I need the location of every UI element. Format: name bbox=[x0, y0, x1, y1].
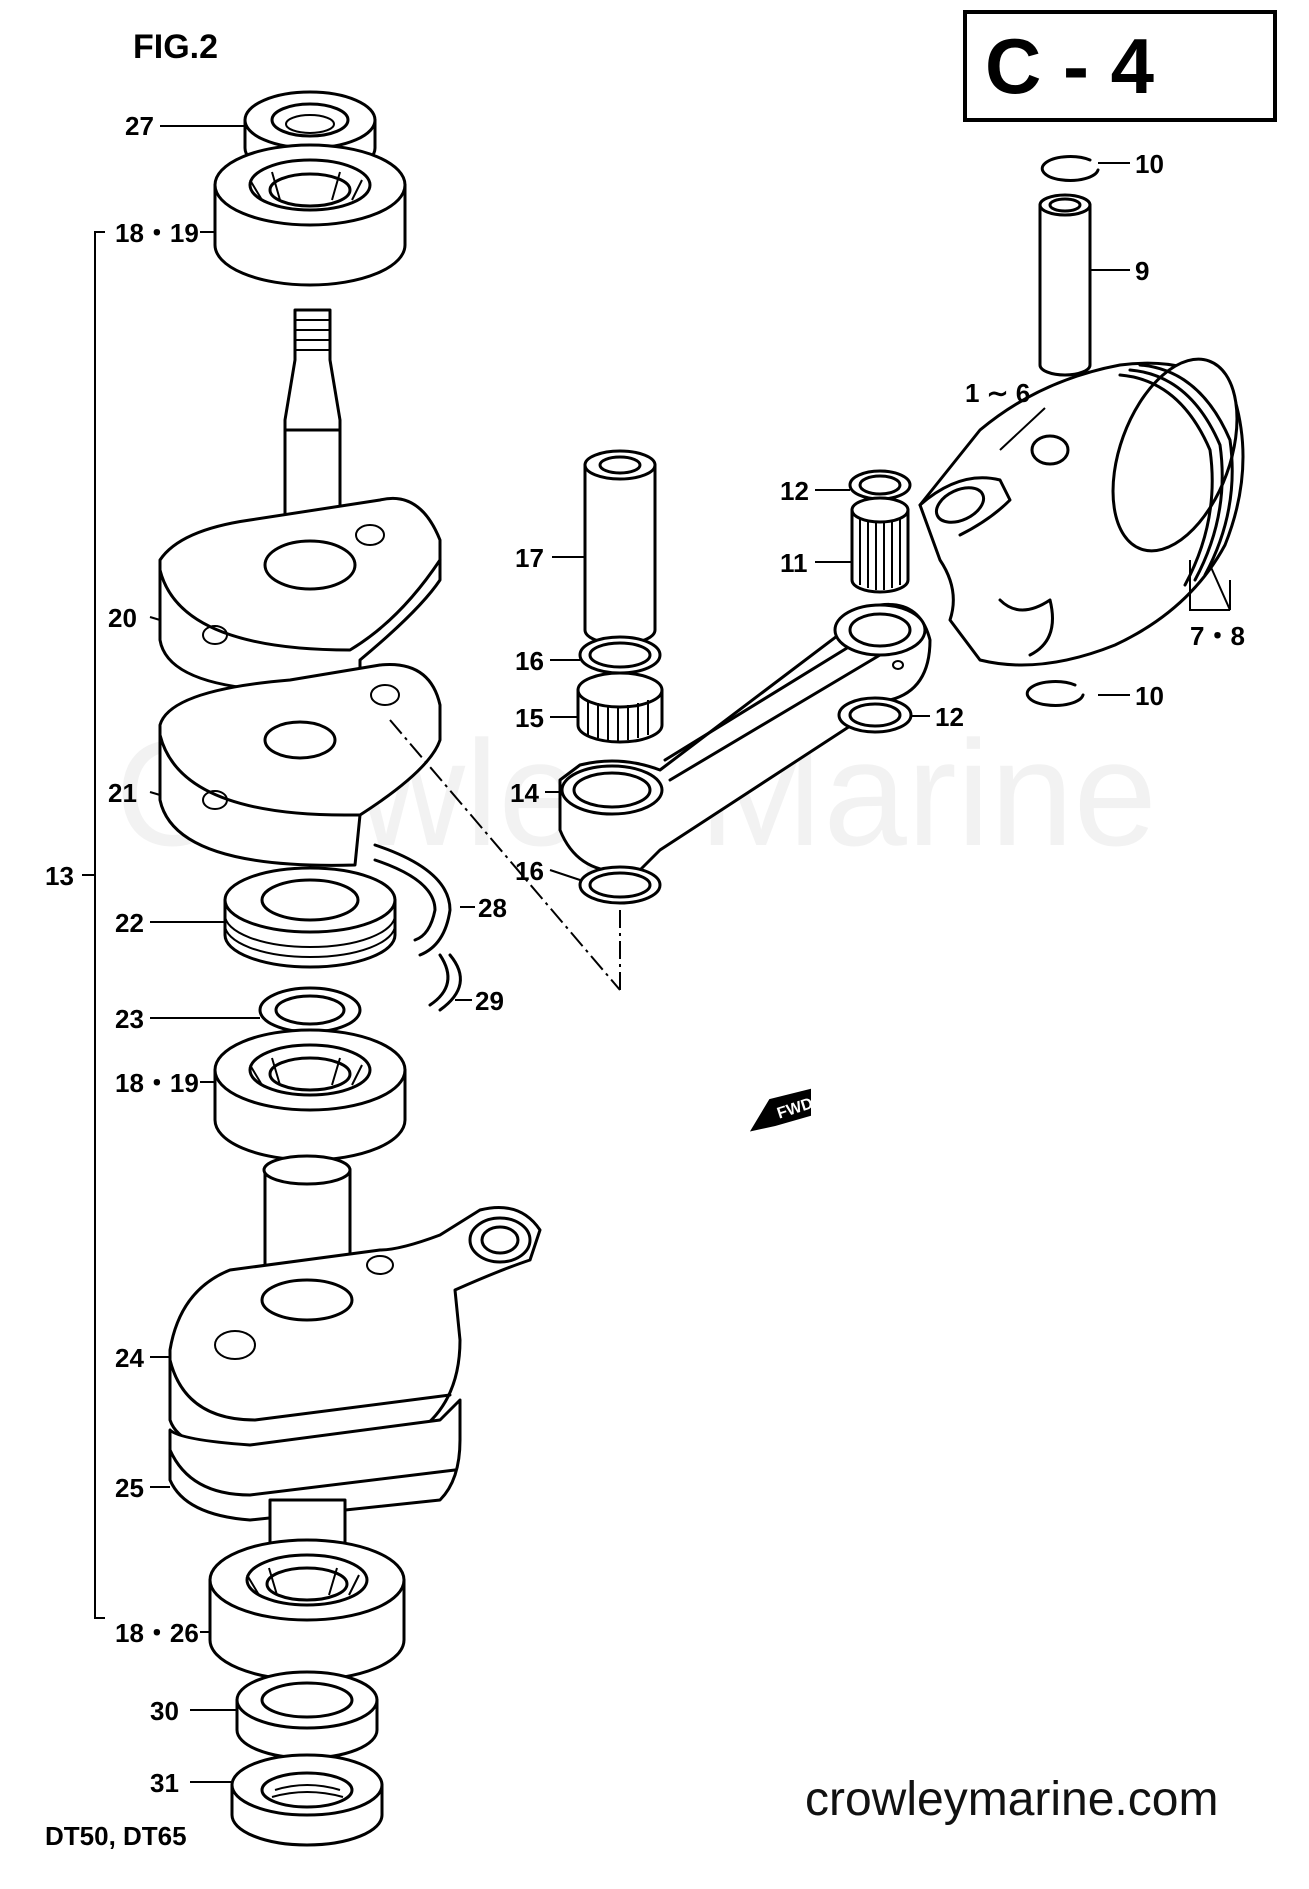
section-code-box: C - 4 bbox=[963, 10, 1277, 122]
ring-28 bbox=[373, 843, 452, 957]
needle-bearing-11 bbox=[850, 496, 910, 594]
circlip-10-bottom bbox=[1025, 679, 1085, 707]
crank-pin-17 bbox=[583, 449, 657, 646]
callout-11: 11 bbox=[780, 548, 808, 578]
crankshaft-lower-section bbox=[168, 1154, 542, 1457]
crank-web-20 bbox=[158, 496, 442, 693]
callout-22: 22 bbox=[115, 908, 144, 938]
crank-web-25 bbox=[168, 1398, 462, 1522]
alignment-lines bbox=[389, 719, 621, 991]
connecting-rod-14 bbox=[558, 602, 932, 874]
callout-9: 9 bbox=[1135, 256, 1149, 286]
callout-18-19-top: 18・19 bbox=[115, 218, 199, 248]
ring-29 bbox=[428, 953, 462, 1012]
callout-18-19-mid: 18・19 bbox=[115, 1068, 199, 1098]
oil-seal-31 bbox=[230, 1753, 384, 1847]
callout-29: 29 bbox=[475, 986, 504, 1016]
crankshaft-upper-shaft bbox=[283, 308, 342, 522]
callout-28: 28 bbox=[478, 893, 507, 923]
website-label: crowleymarine.com bbox=[805, 1773, 1218, 1826]
callout-27: 27 bbox=[125, 111, 154, 141]
needle-bearing-15 bbox=[576, 671, 664, 744]
callout-10-bottom: 10 bbox=[1135, 681, 1164, 711]
fwd-arrow-icon: FWD bbox=[749, 1088, 815, 1132]
callout-30: 30 bbox=[150, 1696, 179, 1726]
callout-18-26: 18・26 bbox=[115, 1618, 199, 1648]
piston-pin-9 bbox=[1038, 193, 1092, 377]
washer-12-bottom bbox=[837, 696, 913, 734]
callout-31: 31 bbox=[150, 1768, 179, 1798]
washer-12-top bbox=[848, 469, 912, 501]
callout-12-top: 12 bbox=[780, 476, 809, 506]
callout-7-8: 7・8 bbox=[1190, 621, 1245, 651]
callout-16-top: 16 bbox=[515, 646, 544, 676]
figure-title: FIG.2 bbox=[133, 28, 218, 66]
callout-14: 14 bbox=[510, 778, 539, 808]
oil-seal-30 bbox=[235, 1670, 379, 1760]
section-code: C - 4 bbox=[985, 22, 1154, 110]
leader-lines bbox=[149, 125, 1231, 1783]
callout-24: 24 bbox=[115, 1343, 144, 1373]
bearing-18-19-mid bbox=[213, 1028, 407, 1162]
crank-web-21 bbox=[158, 663, 442, 867]
model-label: DT50, DT65 bbox=[45, 1821, 187, 1851]
callout-10-top: 10 bbox=[1135, 149, 1164, 179]
callout-17: 17 bbox=[515, 543, 544, 573]
callout-25: 25 bbox=[115, 1473, 144, 1503]
labyrinth-seal-22 bbox=[223, 866, 397, 969]
washer-16-top bbox=[578, 635, 662, 675]
callout-21: 21 bbox=[108, 778, 137, 808]
assembly-13-bracket bbox=[82, 231, 105, 1619]
washer-16-bottom bbox=[578, 865, 662, 905]
ring-23 bbox=[258, 986, 362, 1034]
circlip-10-top bbox=[1040, 154, 1100, 182]
bearing-18-26 bbox=[208, 1538, 406, 1682]
callout-labels: 27 18・19 20 21 13 22 28 29 23 18・19 24 2… bbox=[45, 111, 1245, 1798]
bearing-18-19-top bbox=[213, 143, 407, 287]
callout-15: 15 bbox=[515, 703, 544, 733]
callout-20: 20 bbox=[108, 603, 137, 633]
callout-12-bottom: 12 bbox=[935, 702, 964, 732]
callout-16-bottom: 16 bbox=[515, 856, 544, 886]
callout-13: 13 bbox=[45, 861, 74, 891]
callout-23: 23 bbox=[115, 1004, 144, 1034]
callout-1-6: 1 ∼ 6 bbox=[965, 378, 1030, 408]
piston-1-6 bbox=[918, 357, 1245, 667]
